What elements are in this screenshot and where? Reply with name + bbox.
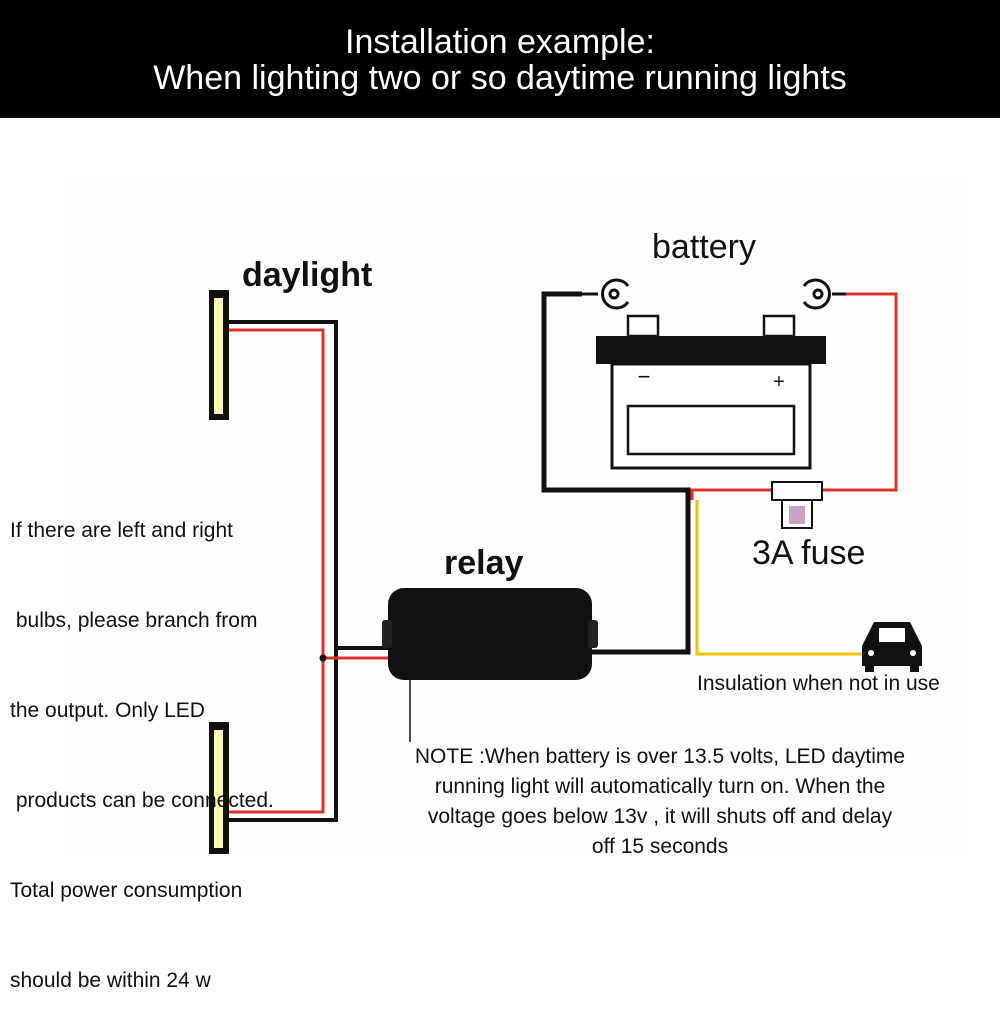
side-note-line: If there are left and right xyxy=(10,519,233,542)
wiring-diagram: − + xyxy=(209,278,922,854)
header-banner: Installation example: When lighting two … xyxy=(0,0,1000,118)
relay-icon xyxy=(382,588,598,742)
side-note-line: Total power consumption xyxy=(10,879,243,902)
fuse-icon xyxy=(771,481,823,529)
note-line: NOTE :When battery is over 13.5 volts, L… xyxy=(414,745,906,768)
fuse-label: 3A fuse xyxy=(752,534,866,572)
battery-icon xyxy=(596,314,826,470)
title-line-1: Installation example: xyxy=(345,23,655,61)
side-note-line: products can be connected. xyxy=(10,789,274,812)
side-note-line: the output. Only LED xyxy=(10,699,205,722)
ignition-wire xyxy=(695,500,864,656)
led-strip-icon-bottom xyxy=(209,722,229,854)
battery-minus-label: − xyxy=(638,364,651,389)
note-line: voltage goes below 13v , it will shuts o… xyxy=(427,805,893,828)
relay-power-wires xyxy=(541,291,692,655)
title-line-2: When lighting two or so daytime running … xyxy=(153,59,847,97)
note-line: running light will automatically turn on… xyxy=(434,775,886,798)
side-note-line: should be within 24 w xyxy=(10,969,211,992)
battery-label: battery xyxy=(652,228,756,266)
car-icon xyxy=(862,622,922,672)
side-note: If there are left and right bulbs, pleas… xyxy=(10,456,274,1026)
daylight-label: daylight xyxy=(242,256,373,294)
positive-wire xyxy=(690,292,898,500)
relay-label: relay xyxy=(444,544,524,582)
note-line: off 15 seconds xyxy=(591,835,729,858)
led-wires xyxy=(229,320,398,822)
battery-plus-label: + xyxy=(773,371,785,393)
ring-terminal-icon-negative xyxy=(582,278,630,310)
led-strip-icon-top xyxy=(209,290,229,420)
side-note-line: bulbs, please branch from xyxy=(10,609,258,632)
insulation-label: Insulation when not in use xyxy=(697,672,940,695)
voltage-note: NOTE :When battery is over 13.5 volts, L… xyxy=(360,742,960,862)
ring-terminal-icon-positive xyxy=(802,278,846,310)
